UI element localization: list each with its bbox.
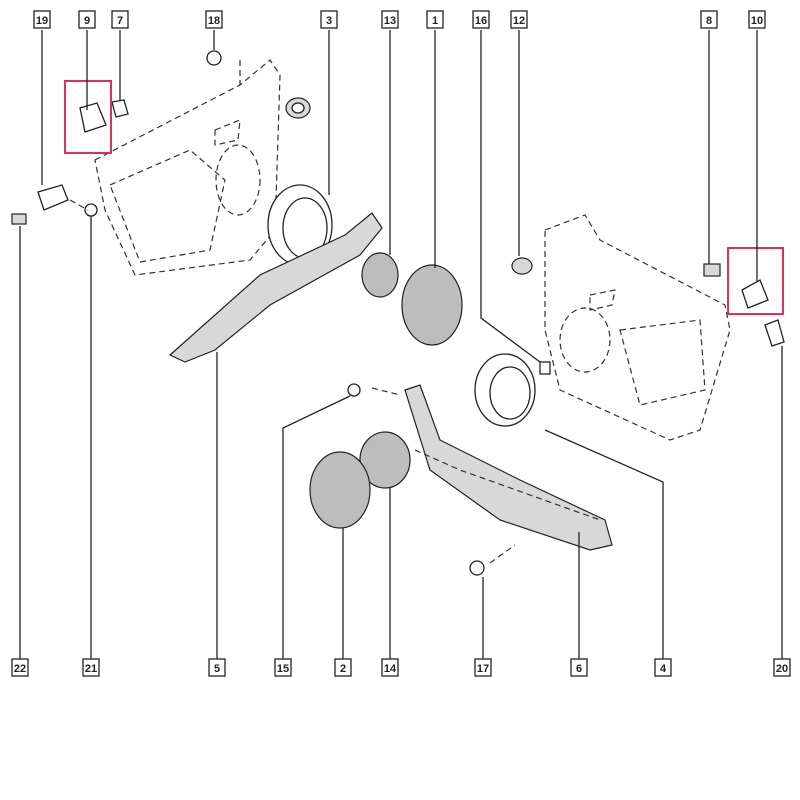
part-label-19: 19: [33, 10, 51, 29]
screw-15: [347, 383, 361, 397]
part-number: 20: [776, 663, 788, 675]
part-number: 22: [14, 663, 26, 675]
part-label-10: 10: [748, 10, 766, 29]
clip-7: [111, 99, 129, 118]
part-number: 13: [384, 15, 396, 27]
clip-22: [11, 213, 27, 225]
part-label-5: 5: [208, 658, 226, 677]
part-label-18: 18: [205, 10, 223, 29]
clip-8: [703, 263, 721, 277]
speaker-grille-2: [309, 451, 371, 529]
highlight-box-part-10: [727, 247, 784, 315]
part-label-3: 3: [320, 10, 338, 29]
leader-line-16: [480, 30, 541, 363]
bracket-9: [79, 102, 107, 133]
bracket-20: [764, 319, 785, 347]
part-number: 19: [36, 15, 48, 27]
bracket-10: [741, 279, 769, 309]
part-label-16: 16: [472, 10, 490, 29]
part-number: 12: [513, 15, 525, 27]
part-label-6: 6: [570, 658, 588, 677]
part-number: 1: [432, 15, 438, 27]
part-number: 4: [660, 663, 667, 675]
part-label-14: 14: [381, 658, 399, 677]
clip-18: [206, 50, 222, 66]
part-label-20: 20: [773, 658, 791, 677]
part-number: 9: [84, 15, 90, 27]
part-label-8: 8: [700, 10, 718, 29]
part-number: 6: [576, 663, 582, 675]
screw-17: [469, 560, 485, 576]
part-label-4: 4: [654, 658, 672, 677]
speaker-13: [361, 252, 399, 298]
part-number: 14: [384, 663, 397, 675]
part-number: 21: [85, 663, 97, 675]
part-number: 5: [214, 663, 220, 675]
parts: [11, 50, 785, 576]
part-number: 18: [208, 15, 220, 27]
bracket-19: [37, 184, 69, 211]
leader-line-4: [544, 429, 664, 660]
armrest-5: [168, 212, 383, 363]
part-number: 2: [340, 663, 346, 675]
part-number: 10: [751, 15, 763, 27]
part-label-12: 12: [510, 10, 528, 29]
part-label-1: 1: [426, 10, 444, 29]
part-number: 8: [706, 15, 712, 27]
right-door-panel: [544, 214, 731, 441]
part-label-22: 22: [11, 658, 29, 677]
armrest-6: [404, 384, 613, 551]
part-number: 16: [475, 15, 487, 27]
part-label-9: 9: [78, 10, 96, 29]
leader-line-15: [282, 395, 351, 660]
clip-16: [539, 361, 551, 375]
part-label-15: 15: [274, 658, 292, 677]
part-label-17: 17: [474, 658, 492, 677]
highlight-box-part-9: [64, 80, 112, 154]
part-label-7: 7: [111, 10, 129, 29]
part-number: 15: [277, 663, 289, 675]
part-number: 17: [477, 663, 489, 675]
part-number: 7: [117, 15, 123, 27]
speaker-grille-1: [401, 264, 463, 346]
part-number: 3: [326, 15, 332, 27]
clip-21: [84, 203, 98, 217]
left-door-panel: [94, 59, 281, 276]
part-label-21: 21: [82, 658, 100, 677]
part-label-13: 13: [381, 10, 399, 29]
speaker-14: [359, 431, 411, 489]
grommet-12: [511, 257, 533, 275]
part-label-2: 2: [334, 658, 352, 677]
